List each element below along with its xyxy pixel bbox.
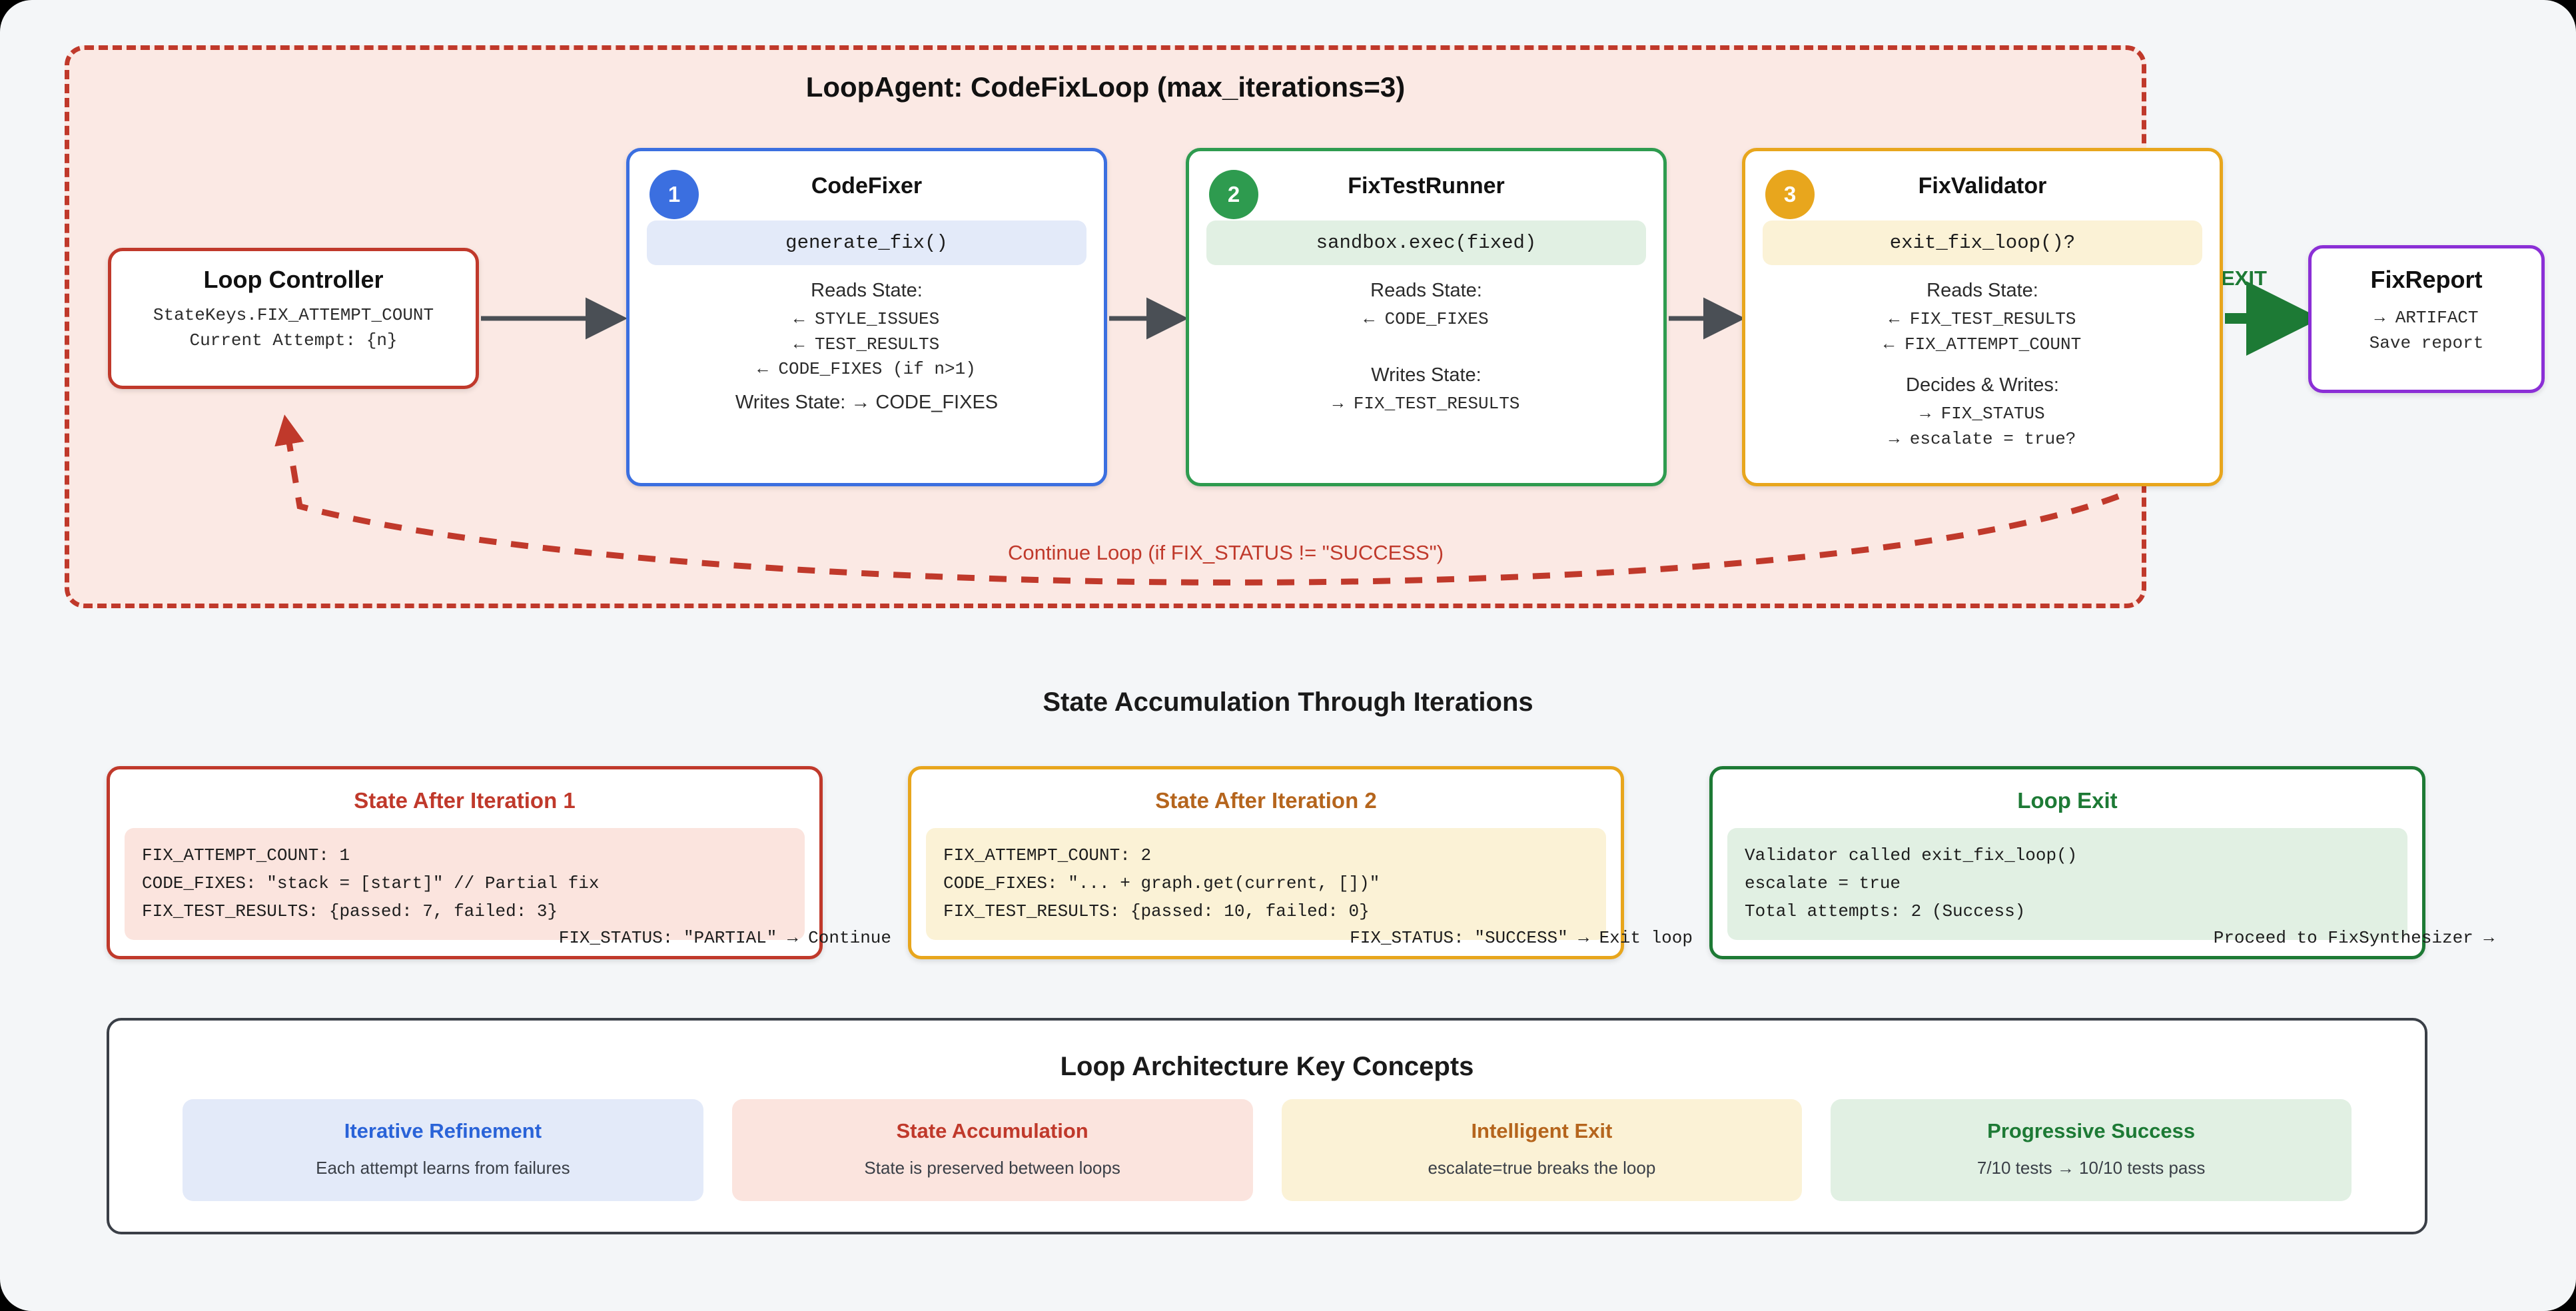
key-concepts-heading: Loop Architecture Key Concepts [1060,1052,1474,1081]
codefixer-state-block: Reads State: ← STYLE_ISSUES ← TEST_RESUL… [630,280,1104,414]
fixtestrunner-node[interactable]: 2 FixTestRunner sandbox.exec(fixed) Read… [1186,148,1667,486]
state-card-3-line-0: Validator called exit_fix_loop() [1745,845,2078,865]
fixvalidator-write-0: → FIX_STATUS [1920,404,2045,424]
fixvalidator-reads-head: Reads State: [1927,280,2038,301]
concept-3-title: Progressive Success [1987,1119,2196,1142]
concept-progressive-success[interactable]: Progressive Success 7/10 tests → 10/10 t… [1831,1099,2352,1201]
state-card-2-line-2: FIX_TEST_RESULTS: {passed: 10, failed: 0… [943,901,1370,922]
fixtestrunner-reads-head: Reads State: [1370,280,1482,301]
state-card-3-body: Validator called exit_fix_loop() escalat… [1727,828,2407,941]
fixvalidator-read-1: ← FIX_ATTEMPT_COUNT [1883,334,2082,354]
fixtestrunner-title: FixTestRunner [1348,173,1505,199]
loop-controller-statekey: StateKeys.FIX_ATTEMPT_COUNT [153,305,434,325]
concept-2-title: Intelligent Exit [1471,1119,1613,1142]
fixtestrunner-write-0: → FIX_TEST_RESULTS [1332,393,1520,414]
concept-2-sub: escalate=true breaks the loop [1428,1158,1656,1178]
key-concepts-panel: Loop Architecture Key Concepts Iterative… [107,1018,2427,1234]
state-card-2-line-0: FIX_ATTEMPT_COUNT: 2 [943,845,1152,865]
fixtestrunner-writes-head: Writes State: [1371,364,1482,386]
fixtestrunner-state-block: Reads State: ← CODE_FIXES Writes State: … [1189,280,1663,416]
codefixer-step-badge: 1 [649,170,699,219]
concept-0-sub: Each attempt learns from failures [316,1158,570,1178]
codefixer-header: 1 CodeFixer [630,151,1104,220]
loop-controller-attempt: Current Attempt: {n} [189,330,398,350]
fixreport-artifact: → ARTIFACT [2374,308,2479,328]
fixreport-save: Save report [2369,332,2484,353]
codefixer-read-0: ← STYLE_ISSUES [793,309,940,329]
concept-iterative-refinement[interactable]: Iterative Refinement Each attempt learns… [183,1099,703,1201]
fixtestrunner-code-chip: sandbox.exec(fixed) [1206,220,1646,265]
state-card-iteration-1[interactable]: State After Iteration 1 FIX_ATTEMPT_COUN… [107,766,891,959]
key-concepts-row: Iterative Refinement Each attempt learns… [183,1099,2352,1201]
loop-controller-title: Loop Controller [203,266,384,293]
state-section-heading: State Accumulation Through Iterations [1043,687,1533,717]
fixreport-title: FixReport [2370,266,2483,293]
state-card-1-footer: FIX_STATUS: "PARTIAL" → Continue [558,928,891,948]
concept-3-sub: 7/10 tests → 10/10 tests pass [1976,1158,2206,1178]
fixtestrunner-read-0: ← CODE_FIXES [1364,309,1489,329]
concept-1-sub: State is preserved between loops [864,1158,1120,1178]
fixtestrunner-step-badge: 2 [1209,170,1258,219]
state-card-1-line-2: FIX_TEST_RESULTS: {passed: 7, failed: 3} [142,901,558,922]
fixvalidator-code-chip: exit_fix_loop()? [1763,220,2202,265]
codefixer-reads-head: Reads State: [811,280,923,301]
fixvalidator-state-block: Reads State: ← FIX_TEST_RESULTS ← FIX_AT… [1745,280,2220,452]
concept-0-title: Iterative Refinement [344,1119,542,1142]
fixvalidator-writes-head: Decides & Writes: [1906,374,2059,396]
loop-controller-node[interactable]: Loop Controller StateKeys.FIX_ATTEMPT_CO… [108,248,479,389]
state-card-1-title: State After Iteration 1 [354,788,576,813]
loop-agent-title: LoopAgent: CodeFixLoop (max_iterations=3… [805,71,1406,103]
state-card-3-line-2: Total attempts: 2 (Success) [1745,901,2026,922]
state-card-2-title: State After Iteration 2 [1155,788,1377,813]
state-card-3-line-1: escalate = true [1745,873,1901,894]
state-card-1-line-1: CODE_FIXES: "stack = [start]" // Partial… [142,873,600,894]
state-card-2-footer: FIX_STATUS: "SUCCESS" → Exit loop [1350,928,1693,948]
state-card-3-footer: Proceed to FixSynthesizer → [2213,928,2494,948]
fixreport-node[interactable]: FixReport → ARTIFACT Save report [2308,245,2545,393]
codefixer-title: CodeFixer [811,173,923,199]
state-card-1-line-0: FIX_ATTEMPT_COUNT: 1 [142,845,350,865]
codefixer-node[interactable]: 1 CodeFixer generate_fix() Reads State: … [626,148,1107,486]
fixvalidator-title: FixValidator [1918,173,2047,199]
codefixer-read-1: ← TEST_RESULTS [793,334,940,354]
state-card-3-title: Loop Exit [2017,788,2118,813]
fixvalidator-header: 3 FixValidator [1745,151,2220,220]
fixvalidator-write-1: → escalate = true? [1889,429,2076,450]
state-card-iteration-2[interactable]: State After Iteration 2 FIX_ATTEMPT_COUN… [908,766,1693,959]
exit-label: EXIT [2221,266,2267,290]
concept-state-accumulation[interactable]: State Accumulation State is preserved be… [731,1099,1253,1201]
concept-1-title: State Accumulation [896,1119,1088,1142]
state-card-2-line-1: CODE_FIXES: "... + graph.get(current, []… [943,873,1380,894]
concept-intelligent-exit[interactable]: Intelligent Exit escalate=true breaks th… [1281,1099,1803,1201]
continue-loop-label: Continue Loop (if FIX_STATUS != "SUCCESS… [1008,541,1444,564]
codefixer-code-chip: generate_fix() [647,220,1086,265]
fixvalidator-node[interactable]: 3 FixValidator exit_fix_loop()? Reads St… [1742,148,2223,486]
fixvalidator-read-0: ← FIX_TEST_RESULTS [1889,309,2076,329]
codefixer-read-2: ← CODE_FIXES (if n>1) [757,359,976,380]
codefixer-writes-head: Writes State: → CODE_FIXES [735,392,999,414]
state-card-1-body: FIX_ATTEMPT_COUNT: 1 CODE_FIXES: "stack … [125,828,805,941]
fixtestrunner-header: 2 FixTestRunner [1189,151,1663,220]
state-card-loop-exit[interactable]: Loop Exit Validator called exit_fix_loop… [1709,766,2494,959]
state-card-2-body: FIX_ATTEMPT_COUNT: 2 CODE_FIXES: "... + … [926,828,1606,941]
fixvalidator-step-badge: 3 [1765,170,1815,219]
